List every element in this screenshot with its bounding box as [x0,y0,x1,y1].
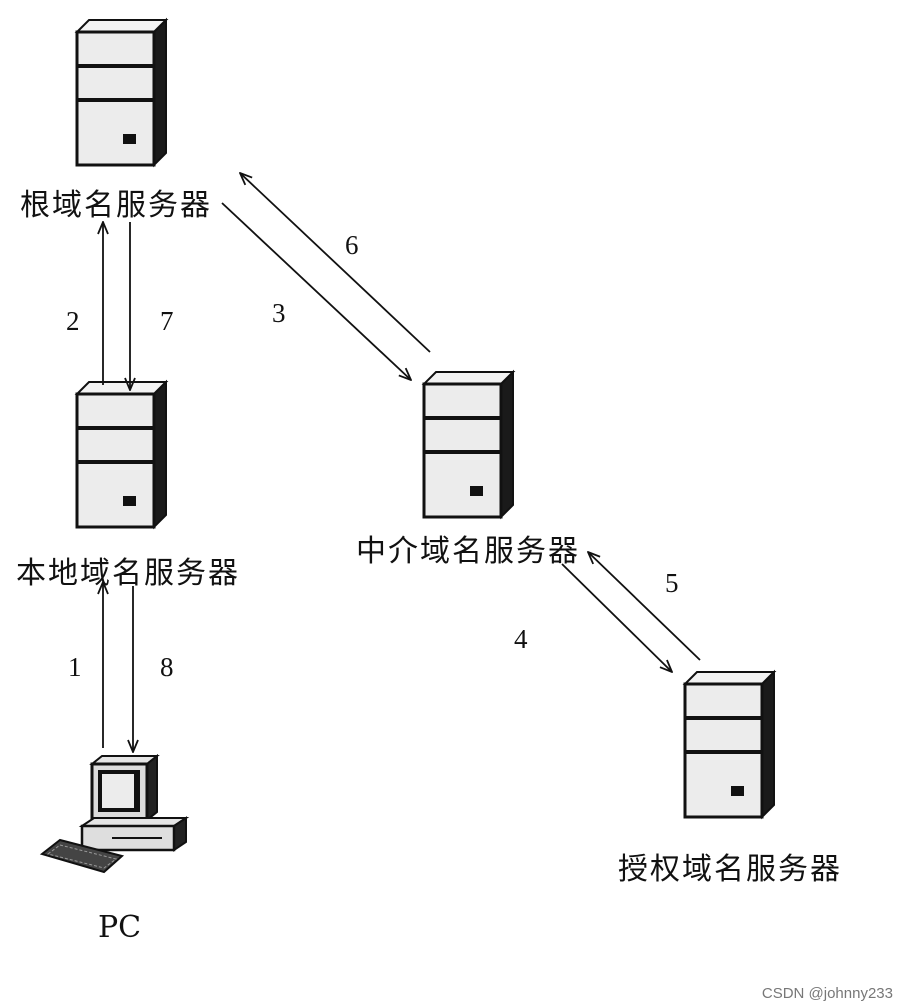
root-server-icon [75,18,168,167]
step-1-label: 1 [68,652,82,682]
intermediate-server-icon [422,370,515,519]
pc-icon [40,754,188,874]
arrow-4 [561,563,672,672]
step-3-label: 3 [272,298,286,328]
step-6-label: 6 [345,230,359,260]
step-4-label: 4 [514,624,528,654]
root-server-label: 根域名服务器 [20,188,212,223]
intermediate-server-label: 中介域名服务器 [356,534,580,569]
step-7-label: 7 [160,306,174,336]
authoritative-server-icon [683,670,776,819]
arrow-6 [240,173,431,353]
authoritative-server-label: 授权域名服务器 [618,852,842,887]
watermark: CSDN @johnny233 [761,985,893,1002]
step-2-label: 2 [66,306,80,336]
pc-label: PC [98,910,142,945]
step-5-label: 5 [665,568,679,598]
step-8-label: 8 [160,652,174,682]
arrow-3 [221,202,411,380]
arrow-5 [588,552,701,661]
local-server-label: 本地域名服务器 [16,556,240,591]
local-server-icon [75,380,168,529]
